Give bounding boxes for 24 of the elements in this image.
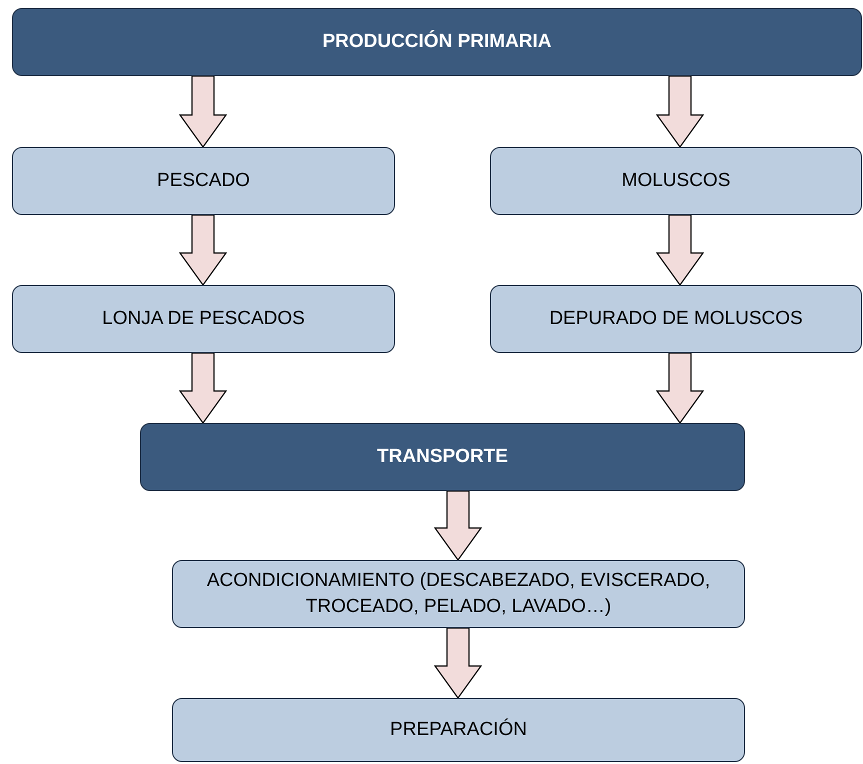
process-box: [490, 147, 862, 215]
block-arrow: [656, 214, 704, 286]
block-arrow: [178, 75, 228, 148]
block-arrow: [434, 490, 482, 562]
block-arrow: [656, 352, 704, 424]
block-arrow: [434, 627, 482, 700]
box-label: PESCADO: [157, 169, 250, 194]
box-label: MOLUSCOS: [622, 169, 730, 194]
process-box: [140, 423, 745, 491]
block-arrow: [178, 214, 228, 286]
process-box: [12, 8, 862, 76]
box-label: DEPURADO DE MOLUSCOS: [549, 307, 803, 332]
process-box: [490, 285, 862, 353]
block-arrow: [656, 75, 704, 148]
process-box: [172, 560, 745, 628]
box-label: ACONDICIONAMIENTO (DESCABEZADO, EVISCERADO, TROCEADO, PELADO, LAVADO…): [206, 569, 712, 619]
process-box: [12, 285, 395, 353]
process-box: [12, 147, 395, 215]
box-label: TRANSPORTE: [377, 445, 508, 470]
block-arrow: [178, 352, 228, 424]
box-label: PRODUCCIÓN PRIMARIA: [322, 29, 552, 54]
box-label: LONJA DE PESCADOS: [102, 307, 305, 332]
box-label: PREPARACIÓN: [390, 718, 527, 742]
process-box: [172, 698, 745, 762]
